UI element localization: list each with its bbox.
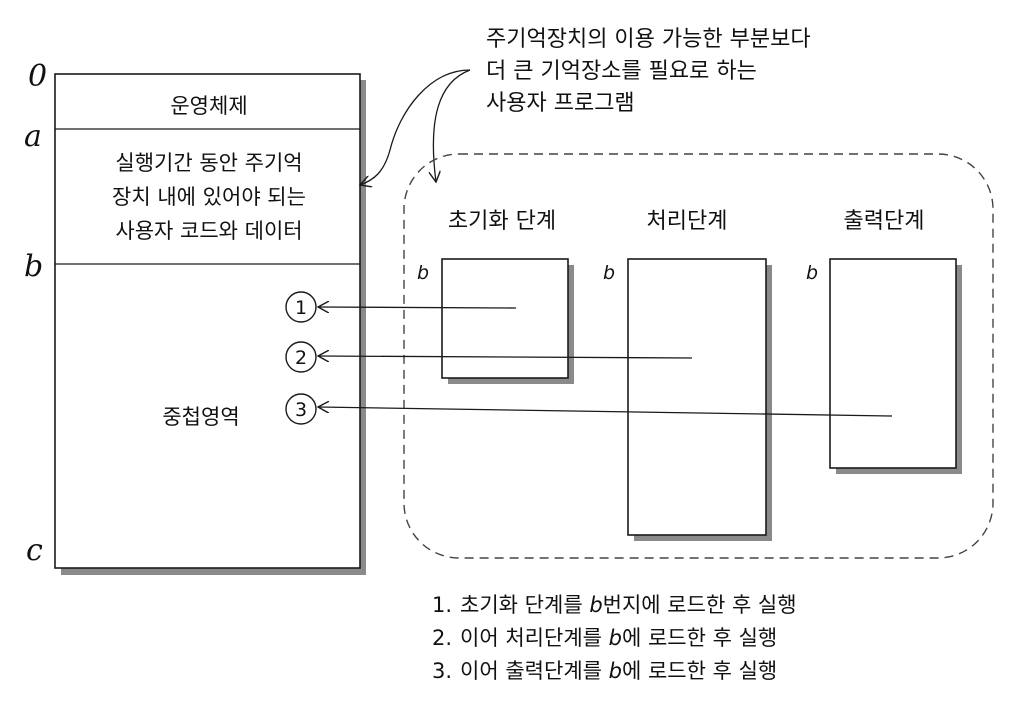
callout-line-3: 사용자 프로그램 (486, 91, 635, 116)
marker-2-label: 2 (295, 347, 307, 369)
phase-2-base: b (603, 262, 615, 284)
address-0: 0 (28, 59, 47, 94)
phase-2-box (627, 258, 767, 536)
marker-1-label: 1 (295, 297, 307, 319)
phase-1-base: b (417, 262, 429, 284)
phase-3-base: b (806, 262, 818, 284)
address-c: c (26, 533, 43, 568)
marker-3-circle (285, 393, 317, 425)
step-2: 2.이어 처리단계를 b에 로드한 후 실행 (432, 626, 777, 650)
address-b: b (24, 249, 43, 284)
callout: 주기억장치의 이용 가능한 부분보다 더 큰 기억장소를 필요로 하는 사용자 … (360, 27, 811, 185)
user-program: 초기화 단계 처리단계 출력단계 b b b (403, 153, 994, 559)
steps-list: 1.초기화 단계를 b번지에 로드한 후 실행 2.이어 처리단계를 b에 로드… (432, 593, 797, 683)
main-memory: 0 a b c 운영체제 실행기간 동안 주기억 장치 내에 있어야 되는 사용… (24, 59, 366, 575)
load-arrow-1 (318, 307, 517, 308)
address-a: a (24, 119, 42, 154)
marker-3-label: 3 (295, 399, 307, 421)
phase-1-title: 초기화 단계 (448, 209, 556, 234)
load-arrow-2 (318, 356, 693, 358)
phase-3-title: 출력단계 (844, 209, 925, 234)
step-3: 3.이어 출력단계를 b에 로드한 후 실행 (432, 659, 777, 683)
os-label: 운영체제 (170, 94, 247, 118)
resident-line-1: 실행기간 동안 주기억 (115, 151, 302, 175)
load-arrow-3 (318, 407, 893, 417)
phase-2-title: 처리단계 (647, 209, 728, 234)
callout-line-1: 주기억장치의 이용 가능한 부분보다 (486, 27, 811, 52)
marker-2-circle (285, 341, 317, 373)
phase-3-box (829, 258, 957, 469)
main-memory-box (54, 73, 361, 569)
load-arrows (318, 307, 893, 417)
overlay-area-label: 중첩영역 (162, 405, 239, 429)
resident-line-2: 장치 내에 있어야 되는 (112, 185, 306, 209)
callout-arrow-to-program (433, 69, 471, 182)
phase-1-box (441, 258, 569, 379)
step-1: 1.초기화 단계를 b번지에 로드한 후 실행 (432, 593, 797, 617)
marker-1-circle (285, 291, 317, 323)
callout-arrow-to-resident (360, 69, 471, 185)
resident-line-3: 사용자 코드와 데이터 (115, 219, 302, 243)
callout-line-2: 더 큰 기억장소를 필요로 하는 (486, 59, 757, 84)
